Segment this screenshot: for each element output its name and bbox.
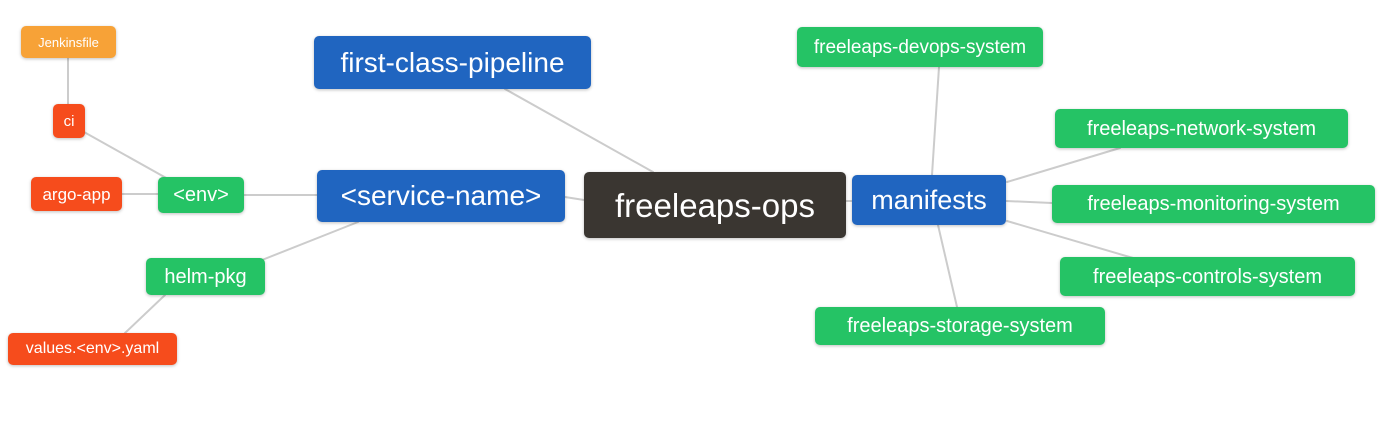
edge-manifests-freeleaps-storage-system <box>937 224 958 308</box>
node-freeleaps-controls-system[interactable]: freeleaps-controls-system <box>1060 257 1355 296</box>
edge-manifests-freeleaps-monitoring-system <box>1005 200 1053 204</box>
node-freeleaps-monitoring-system[interactable]: freeleaps-monitoring-system <box>1052 185 1375 223</box>
edge-helm-pkg-values-env-yaml <box>124 294 166 334</box>
node-freeleaps-network-system[interactable]: freeleaps-network-system <box>1055 109 1348 148</box>
edge-first-class-pipeline-freeleaps-ops <box>504 88 654 173</box>
edge-ci-env <box>83 131 169 180</box>
edge-manifests-freeleaps-devops-system <box>931 66 940 176</box>
edge-manifests-freeleaps-network-system <box>1006 147 1121 183</box>
node-service-name[interactable]: <service-name> <box>317 170 565 222</box>
node-freeleaps-devops-system[interactable]: freeleaps-devops-system <box>797 27 1043 67</box>
edge-manifests-freeleaps-controls-system <box>1006 220 1134 259</box>
node-first-class-pipeline[interactable]: first-class-pipeline <box>314 36 591 89</box>
edge-service-name-helm-pkg <box>261 221 359 261</box>
node-ci[interactable]: ci <box>53 104 85 138</box>
node-helm-pkg[interactable]: helm-pkg <box>146 258 265 295</box>
node-env[interactable]: <env> <box>158 177 244 213</box>
node-jenkinsfile[interactable]: Jenkinsfile <box>21 26 116 58</box>
node-manifests[interactable]: manifests <box>852 175 1006 225</box>
node-argo-app[interactable]: argo-app <box>31 177 122 211</box>
node-values-env-yaml[interactable]: values.<env>.yaml <box>8 333 177 365</box>
node-freeleaps-ops[interactable]: freeleaps-ops <box>584 172 846 238</box>
edge-service-name-freeleaps-ops <box>564 196 585 201</box>
node-freeleaps-storage-system[interactable]: freeleaps-storage-system <box>815 307 1105 345</box>
